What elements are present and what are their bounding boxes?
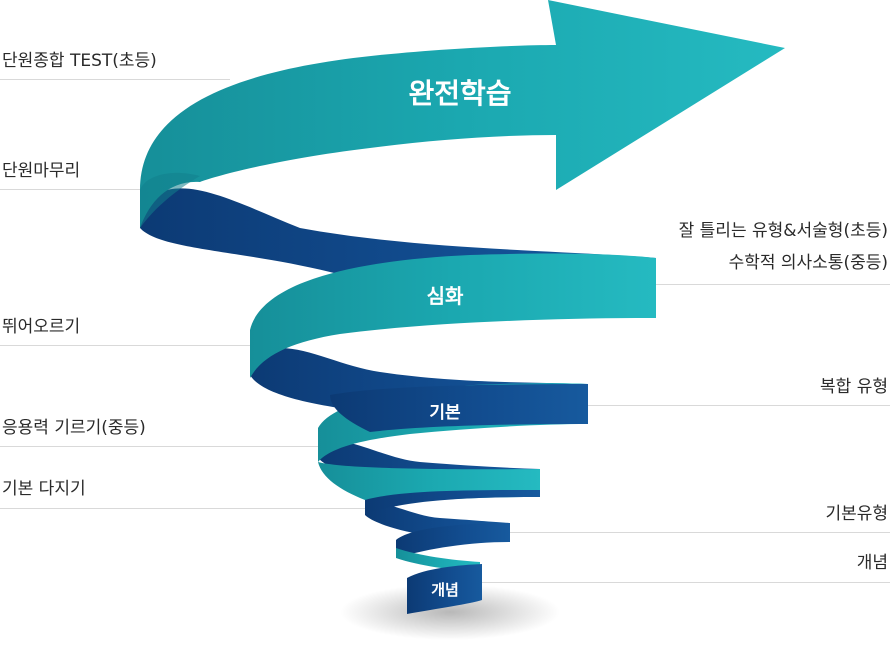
top-arrow-band [140, 0, 785, 228]
left-guide-line-2 [0, 189, 145, 190]
left-guide-line-1 [0, 79, 230, 80]
left-label-2: 단원마무리 [2, 161, 81, 181]
left-guide-line-4 [0, 446, 320, 447]
right-guide-line-1 [655, 284, 890, 285]
right-label-4: 기본유형 [825, 504, 888, 524]
left-label-3: 뛰어오르기 [2, 317, 81, 337]
stage-concept-label: 개념 [431, 581, 459, 599]
left-label-1: 단원종합 TEST(초등) [2, 51, 157, 71]
left-guide-line-3 [0, 345, 252, 346]
left-label-5: 기본 다지기 [2, 479, 86, 499]
spiral-front-strip-4b [365, 490, 540, 515]
spiral-front-strip-2 [250, 253, 656, 378]
spiral-bottom-strip [407, 564, 482, 614]
right-guide-line-3 [510, 532, 890, 533]
right-label-5: 개념 [856, 553, 888, 573]
spiral-front-strip-3b [330, 384, 588, 432]
left-label-4: 응용력 기르기(중등) [2, 418, 146, 438]
left-guide-line-5 [0, 508, 370, 509]
stage-advanced-label: 심화 [426, 284, 464, 308]
right-label-2: 수학적 의사소통(중등) [728, 253, 888, 273]
right-guide-line-2 [585, 405, 890, 406]
right-guide-line-4 [480, 582, 890, 583]
spiral-front-strip-5 [396, 523, 510, 558]
spiral-front-strip-4 [318, 462, 540, 512]
right-label-1: 잘 틀리는 유형&서술형(초등) [678, 221, 888, 241]
right-label-3: 복합 유형 [820, 377, 888, 397]
top-arrow-curl-shade [140, 172, 200, 228]
stage-top-label: 완전학습 [408, 77, 512, 110]
stage-basic-label: 기본 [429, 403, 461, 423]
ground-shadow [340, 584, 560, 640]
